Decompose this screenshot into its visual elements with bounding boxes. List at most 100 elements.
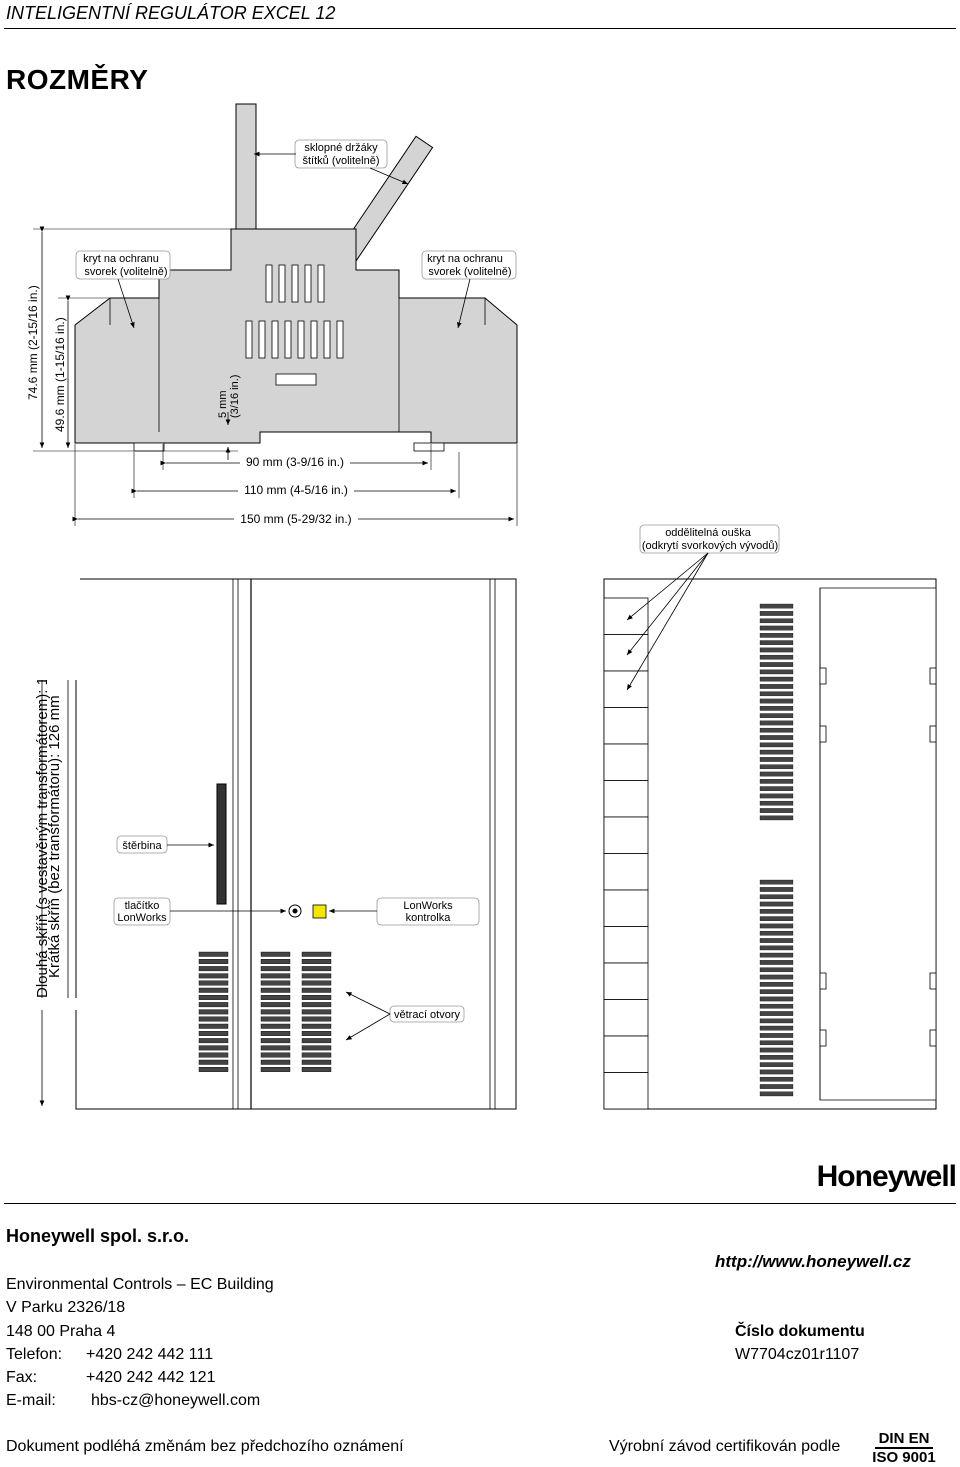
vent-slot — [260, 1023, 291, 1029]
terminal-tabs — [603, 597, 649, 1110]
side-vent-slot — [759, 989, 794, 994]
side-vent-slot — [759, 1091, 794, 1097]
side-vents — [759, 603, 794, 1097]
label-tabs: oddělitelná ouška — [665, 527, 752, 539]
side-vent-slot — [759, 1033, 794, 1038]
vent-slot — [260, 1030, 291, 1036]
vent-slot — [301, 1052, 332, 1058]
section-title: ROZMĚRY — [6, 64, 149, 95]
vent-slot — [301, 995, 332, 1000]
vent-slot — [301, 1045, 332, 1051]
side-vent-slot — [759, 938, 794, 943]
dimension-drawing: sklopné držáky štítků (volitelně) kryt n… — [26, 103, 937, 1110]
side-vent-slot — [759, 706, 794, 711]
side-vent-slot — [759, 879, 794, 885]
vent-slot — [260, 987, 291, 993]
side-vent-slot — [759, 1011, 794, 1016]
side-vent-slot — [759, 786, 794, 791]
side-vent-slot — [759, 1025, 794, 1031]
vent-slot — [301, 1023, 332, 1029]
vent-slot — [198, 1016, 229, 1022]
side-vent-slot — [759, 1069, 794, 1075]
vent-slot — [198, 980, 229, 986]
vent-slot — [301, 1059, 332, 1065]
front-vents — [198, 951, 332, 1072]
vent-slot — [301, 959, 332, 964]
dim-150: 150 mm (5-29/32 in.) — [240, 512, 351, 526]
dim-110: 110 mm (4-5/16 in.) — [244, 483, 348, 497]
vent-slot — [198, 973, 229, 979]
side-vent-slot — [759, 779, 794, 784]
terminal-tab — [603, 999, 649, 1037]
side-vent-slot — [759, 771, 794, 777]
email-label: E-mail: — [6, 1392, 56, 1409]
vent-slot — [198, 1002, 229, 1008]
terminal-tab — [603, 780, 649, 818]
document-number: W7704cz01r1107 — [735, 1346, 860, 1363]
side-vent-slot — [759, 735, 794, 740]
vent-slot — [260, 1038, 291, 1044]
vent-slot — [301, 980, 332, 986]
label-cover-left: kryt na ochranu — [83, 253, 159, 265]
label-led-2: kontrolka — [406, 912, 452, 924]
vent-slot — [260, 1066, 291, 1072]
side-vent-slot — [759, 603, 794, 609]
terminal-tab — [603, 670, 649, 708]
label-slot: štěrbina — [122, 840, 162, 852]
vent-slot — [301, 973, 332, 979]
label-holders-text-2: štítků (volitelně) — [302, 155, 379, 167]
label-cover-right-2: svorek (volitelně) — [428, 266, 511, 278]
vent-slot — [260, 1009, 291, 1015]
vent-slot — [260, 959, 291, 964]
vent-slot — [260, 1002, 291, 1008]
dim-short-case: Krátká skříň (bez transformátoru): 126 m… — [46, 695, 63, 978]
vent-slot — [198, 1059, 229, 1065]
side-vent-slot — [759, 676, 794, 682]
side-vent-slot — [759, 625, 794, 631]
top-vents-upper — [265, 264, 325, 303]
vent-slot — [198, 987, 229, 993]
city: 148 00 Praha 4 — [6, 1323, 116, 1340]
vent-slot — [301, 1038, 332, 1044]
header-divider — [4, 28, 956, 29]
side-vent-slot — [759, 1018, 794, 1024]
vent-slot — [260, 1052, 291, 1058]
phone: +420 242 442 111 — [86, 1346, 214, 1363]
vent-slot — [198, 966, 229, 972]
side-vent-slot — [759, 1084, 794, 1089]
vent-slot — [301, 966, 332, 972]
din-iso-badge: DIN EN ISO 9001 — [868, 1430, 940, 1466]
email-link[interactable]: hbs-cz@honeywell.com — [91, 1392, 261, 1409]
label-button-1: tlačítko — [125, 900, 160, 912]
label-vents: větrací otvory — [394, 1009, 461, 1021]
disclaimer: Dokument podléhá změnám bez předchozího … — [6, 1438, 404, 1455]
side-vent-slot — [759, 982, 794, 987]
website-link[interactable]: http://www.honeywell.cz — [715, 1252, 911, 1271]
dim-90: 90 mm (3-9/16 in.) — [246, 455, 344, 469]
top-vents-lower — [245, 320, 344, 359]
vent-slot — [260, 1045, 291, 1051]
footer-divider — [4, 1203, 956, 1204]
side-vent-slot — [759, 800, 794, 806]
din-text: DIN EN — [874, 1430, 934, 1449]
side-notches — [819, 667, 937, 1047]
terminal-tab — [603, 962, 649, 1000]
vent-slot — [260, 951, 291, 957]
vent-slot — [198, 1045, 229, 1051]
vent-slot — [301, 1016, 332, 1022]
side-vent-slot — [759, 1055, 794, 1060]
dim-height-total: 74.6 mm (2-15/16 in.) — [26, 285, 40, 400]
slot — [216, 783, 227, 905]
vent-slot — [301, 1030, 332, 1036]
terminal-tab — [603, 853, 649, 891]
iso-text: ISO 9001 — [872, 1449, 936, 1466]
side-vent-slot — [759, 808, 794, 813]
side-vent-slot — [759, 1040, 794, 1046]
vent-slot — [260, 980, 291, 986]
document-number-label: Číslo dokumentu — [735, 1323, 865, 1340]
side-vent-slot — [759, 618, 794, 624]
dim-long-case: Dlouhá skříň (s vestavěným transformátor… — [34, 631, 51, 998]
side-vent-slot — [759, 1047, 794, 1053]
label-cover-left-2: svorek (volitelně) — [84, 266, 167, 278]
vent-slot — [301, 1066, 332, 1072]
